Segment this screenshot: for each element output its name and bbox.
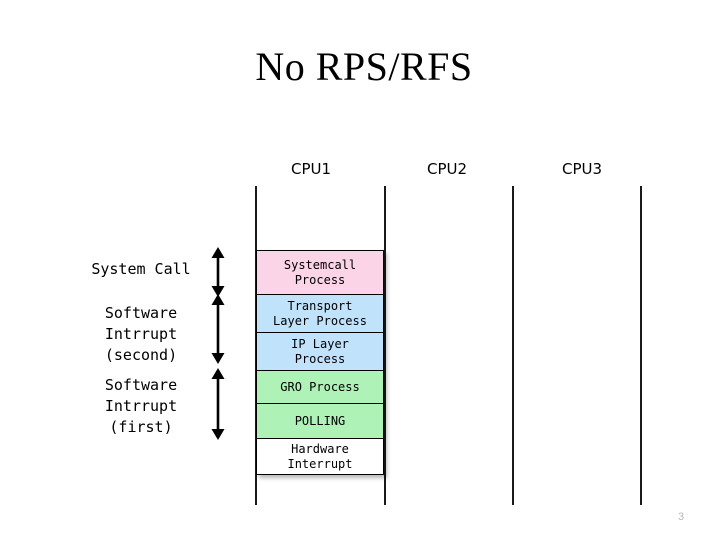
cpu-column-header-cpu3: CPU3 xyxy=(561,160,603,178)
phase-arrow-double-headed-icon xyxy=(207,368,229,440)
cpu-divider-line xyxy=(384,186,386,505)
process-box: Transport Layer Process xyxy=(256,294,384,332)
phase-label-software-interrupt-first: Software Intrrupt (first) xyxy=(104,376,178,436)
phase-label-system-call: System Call xyxy=(91,260,191,278)
page-title: No RPS/RFS xyxy=(255,44,473,89)
cpu-divider-line xyxy=(640,186,642,505)
cpu-divider-line xyxy=(512,186,514,505)
process-box: POLLING xyxy=(256,403,384,438)
process-box: GRO Process xyxy=(256,370,384,403)
phase-label-software-interrupt-second: Software Intrrupt (second) xyxy=(104,304,178,364)
phase-arrow-double-headed-icon xyxy=(207,247,229,297)
cpu-column-header-cpu2: CPU2 xyxy=(426,160,468,178)
process-box: Systemcall Process xyxy=(256,250,384,294)
process-box: Hardware Interrupt xyxy=(256,438,384,475)
page-number: 3 xyxy=(677,511,685,523)
phase-arrow-double-headed-icon xyxy=(207,294,229,364)
cpu-column-header-cpu1: CPU1 xyxy=(290,160,332,178)
process-box: IP Layer Process xyxy=(256,332,384,370)
